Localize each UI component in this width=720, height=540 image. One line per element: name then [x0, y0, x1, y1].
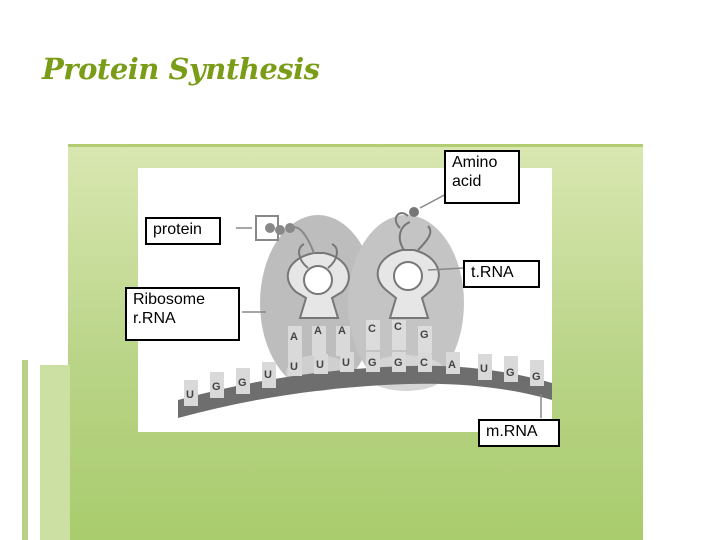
label-trna-text: t.RNA: [471, 264, 514, 281]
svg-text:A: A: [290, 331, 298, 343]
svg-text:U: U: [316, 359, 324, 371]
svg-text:C: C: [368, 323, 376, 335]
decorative-strip-2: [40, 365, 70, 540]
svg-text:C: C: [420, 357, 428, 369]
svg-text:G: G: [238, 377, 247, 389]
panel-top-rule: [68, 144, 643, 147]
label-protein-text: protein: [153, 221, 202, 238]
svg-text:C: C: [394, 321, 402, 333]
label-amino-acid-text: Amino acid: [452, 154, 497, 190]
svg-text:U: U: [480, 363, 488, 375]
svg-text:A: A: [448, 359, 456, 371]
svg-text:G: G: [368, 357, 377, 369]
label-amino-acid: Amino acid: [444, 150, 520, 204]
svg-text:G: G: [394, 357, 403, 369]
svg-text:G: G: [420, 329, 429, 341]
svg-text:G: G: [532, 371, 541, 383]
label-mrna: m.RNA: [478, 419, 560, 447]
svg-text:U: U: [186, 389, 194, 401]
label-ribosome-text: Ribosome r.RNA: [133, 291, 205, 327]
svg-text:U: U: [342, 357, 350, 369]
amino-acid-bead: [409, 207, 419, 217]
slide-title: Protein Synthesis: [42, 52, 319, 86]
label-trna: t.RNA: [463, 260, 540, 288]
label-mrna-text: m.RNA: [486, 423, 538, 440]
svg-text:G: G: [506, 367, 515, 379]
decorative-strip: [22, 360, 28, 540]
svg-text:U: U: [290, 361, 298, 373]
label-ribosome-rrna: Ribosome r.RNA: [125, 287, 240, 341]
label-protein: protein: [145, 217, 221, 245]
svg-text:A: A: [338, 325, 346, 337]
svg-text:U: U: [264, 369, 272, 381]
svg-text:A: A: [314, 325, 322, 337]
svg-text:G: G: [212, 381, 221, 393]
